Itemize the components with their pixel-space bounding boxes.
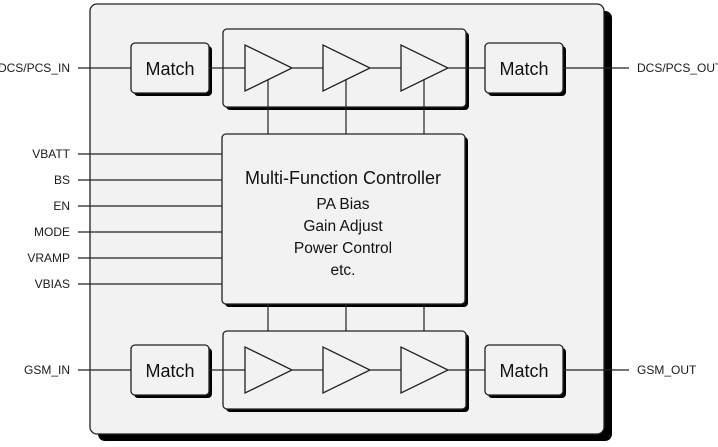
- gsm-amplifier-2-icon: [322, 345, 372, 395]
- controller-title: Multi-Function Controller: [245, 168, 441, 188]
- gsm-amplifier-3-icon: [400, 345, 450, 395]
- dcs-out-label: DCS/PCS_OUT: [637, 61, 718, 75]
- dcs-output-match-label: Match: [499, 59, 548, 79]
- pin-label-vbatt: VBATT: [32, 147, 70, 161]
- controller-function-line: etc.: [331, 262, 356, 279]
- gsm-output-match-label: Match: [499, 361, 548, 381]
- dcs-in-label: DCS/PCS_IN: [0, 61, 70, 75]
- dcs-input-match-label: Match: [145, 59, 194, 79]
- controller-function-line: PA Bias: [316, 196, 369, 213]
- pin-label-en: EN: [53, 199, 70, 213]
- gsm-amplifier-1-icon: [244, 345, 294, 395]
- multi-function-controller-box: [221, 133, 466, 305]
- gsm-out-label: GSM_OUT: [637, 363, 697, 377]
- gsm-input-match-label: Match: [145, 361, 194, 381]
- pin-label-vramp: VRAMP: [27, 251, 70, 265]
- pin-label-vbias: VBIAS: [35, 277, 70, 291]
- pin-label-mode: MODE: [34, 225, 70, 239]
- controller-function-line: Gain Adjust: [303, 218, 383, 235]
- controller-function-line: Power Control: [294, 240, 392, 257]
- gsm-in-label: GSM_IN: [24, 363, 70, 377]
- pin-label-bs: BS: [54, 173, 70, 187]
